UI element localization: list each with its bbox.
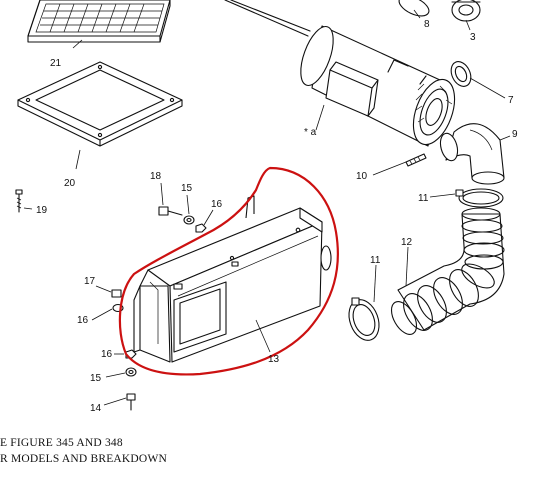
callout-11-upper: 11 [418,193,429,204]
highlight-outline [118,166,339,376]
washer-15-bottom [125,367,137,377]
screw-14-part [126,393,136,411]
callout-8: 8 [424,19,430,30]
callout-labels: 21 20 19 18 15 16 17 16 16 15 14 13 12 1… [36,19,518,414]
screen-grille-part [27,0,171,43]
callout-14: 14 [90,403,102,414]
washer-15-top [183,215,195,225]
callout-a: * a [304,127,317,138]
screw-part [15,189,23,213]
callout-15-bottom: 15 [90,373,102,384]
callout-9: 9 [512,129,518,140]
callout-13: 13 [268,354,280,365]
gasket-frame-part [17,61,183,147]
callout-17: 17 [84,276,96,287]
callout-15-top: 15 [181,183,193,194]
callout-19: 19 [36,205,48,216]
figure-caption-line2: R MODELS AND BREAKDOWN [0,453,167,465]
hose-clamp-upper [455,188,504,208]
bolt-part [405,153,427,167]
shaft-part [224,0,311,37]
callout-16-mid: 16 [77,315,89,326]
elbow-part [439,123,505,185]
figure-caption-line1: E FIGURE 345 AND 348 [0,437,123,449]
bolt-18-part [158,206,183,216]
callout-16-top: 16 [211,199,223,210]
callout-10: 10 [356,171,368,182]
callout-11-lower: 11 [370,255,381,266]
nut-16-top [195,223,207,233]
callout-7: 7 [508,95,514,106]
ring-grommet-part [450,61,472,87]
callout-16-bottom: 16 [101,349,113,360]
leader-lines [23,9,511,406]
callout-20: 20 [64,178,76,189]
clamp-bracket-part [398,0,481,22]
flexible-hose-part [390,207,505,335]
hose-clamp-lower [348,297,380,341]
callout-18: 18 [150,171,162,182]
air-cleaner-body [300,25,456,147]
callout-21: 21 [50,58,62,69]
housing-part [133,195,332,363]
nut-17-part [111,289,122,298]
callout-3: 3 [470,32,476,43]
callout-12: 12 [401,237,413,248]
